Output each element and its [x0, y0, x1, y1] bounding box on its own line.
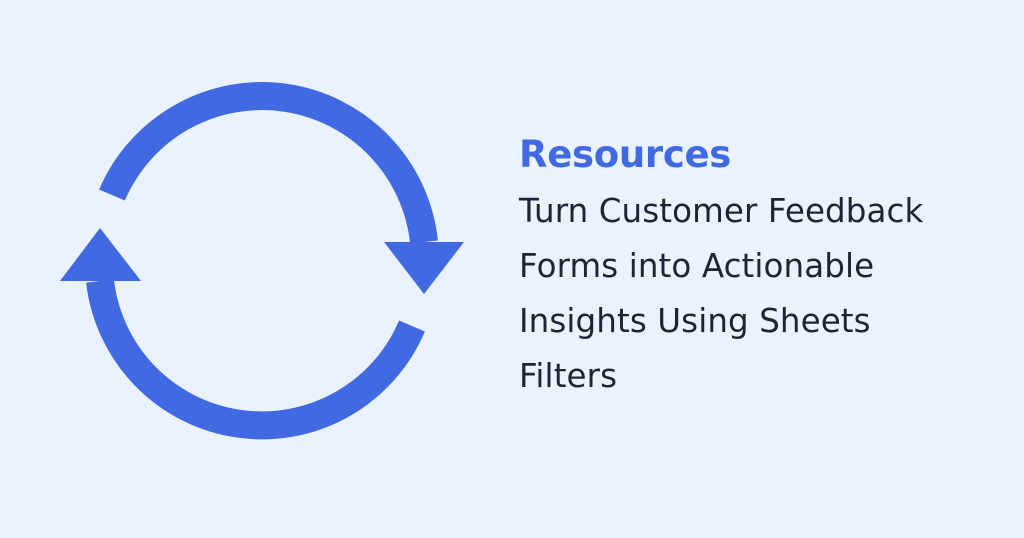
arrowhead-down: [384, 242, 464, 294]
arrowhead-up: [60, 228, 141, 281]
headline-line-2: Forms into Actionable: [519, 247, 875, 285]
headline-line-4: Filters: [519, 357, 618, 395]
top-arc: [99, 82, 438, 244]
headline-line-3: Insights Using Sheets: [519, 302, 871, 340]
headline: Turn Customer Feedback Forms into Action…: [519, 184, 1019, 404]
text-block: Resources Turn Customer Feedback Forms i…: [519, 126, 1019, 404]
bottom-arc: [86, 279, 425, 440]
eyebrow-label: Resources: [519, 133, 731, 176]
refresh-cycle-icon: [60, 82, 464, 440]
headline-line-1: Turn Customer Feedback: [519, 192, 924, 230]
